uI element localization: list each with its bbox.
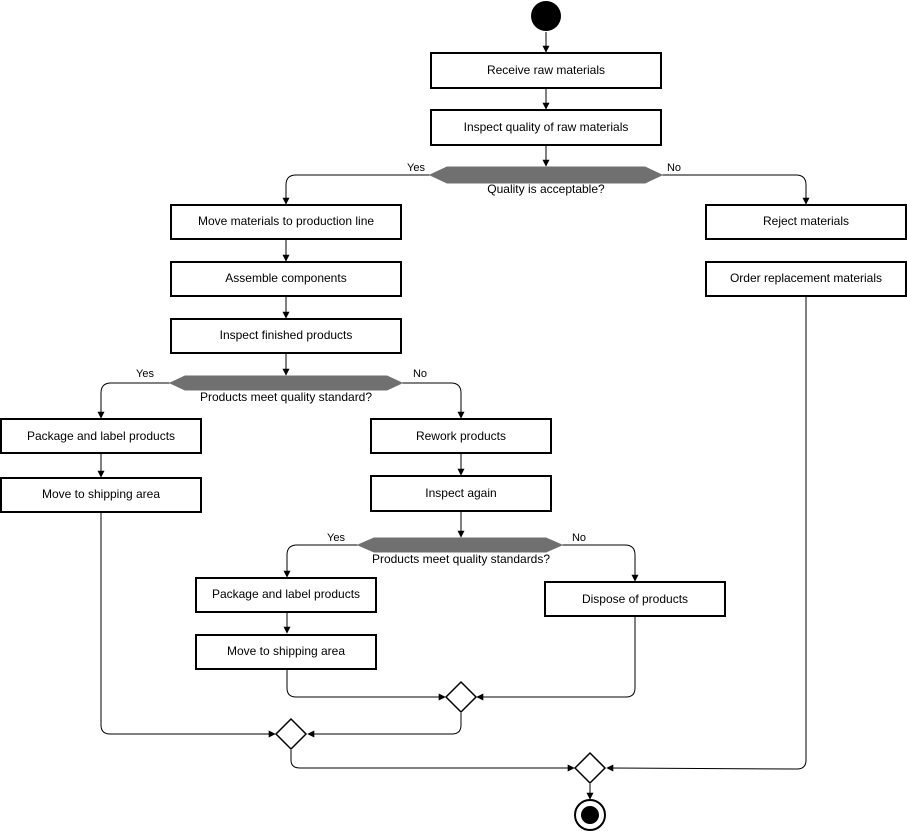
action-label: Assemble components <box>225 271 346 285</box>
merge-node-2 <box>274 717 308 751</box>
action-inspect-raw-materials: Inspect quality of raw materials <box>430 109 662 146</box>
guard-no: No <box>413 368 427 380</box>
action-label: Inspect again <box>425 486 496 500</box>
action-label: Inspect quality of raw materials <box>464 120 629 134</box>
decision-quality-acceptable: Quality is acceptable? Yes No <box>407 162 681 196</box>
edge-d3-yes <box>283 544 358 578</box>
action-label: Receive raw materials <box>487 63 605 77</box>
action-dispose-products: Dispose of products <box>544 581 726 617</box>
action-label: Package and label products <box>27 429 175 443</box>
edge-merge1-merge2 <box>307 713 462 738</box>
edge-d2-yes <box>97 382 170 419</box>
action-rework-products: Rework products <box>370 418 552 454</box>
action-move-to-shipping-2: Move to shipping area <box>195 634 377 670</box>
guard-yes: Yes <box>136 368 154 380</box>
decision-label: Products meet quality standards? <box>372 552 550 566</box>
edge-dispose-merge1 <box>476 617 636 701</box>
action-label: Package and label products <box>212 587 360 601</box>
merge-node-1 <box>444 680 478 714</box>
end-node <box>574 799 606 831</box>
action-receive-raw-materials: Receive raw materials <box>430 52 662 89</box>
action-package-label-2: Package and label products <box>195 577 377 613</box>
action-assemble-components: Assemble components <box>170 261 402 297</box>
edge-d3-no <box>562 544 639 582</box>
action-label: Order replacement materials <box>730 271 882 285</box>
action-move-to-shipping-1: Move to shipping area <box>0 477 202 513</box>
action-reject-materials: Reject materials <box>705 204 907 240</box>
guard-yes: Yes <box>407 162 425 174</box>
edge-d1-yes <box>282 174 430 205</box>
decision-quality-standards: Products meet quality standards? Yes No <box>327 532 586 566</box>
decision-label: Quality is acceptable? <box>487 182 605 196</box>
guard-no: No <box>572 532 586 544</box>
decision-quality-standard: Products meet quality standard? Yes No <box>136 368 427 404</box>
edge-d1-no <box>662 174 810 205</box>
edges <box>97 32 810 800</box>
action-label: Move to shipping area <box>42 487 160 501</box>
edge-ship2-merge1 <box>286 670 446 701</box>
action-package-label-1: Package and label products <box>0 418 202 454</box>
action-inspect-again: Inspect again <box>370 475 552 512</box>
action-order-replacement: Order replacement materials <box>705 261 907 297</box>
edge-merge2-merge3 <box>290 750 575 772</box>
action-inspect-finished: Inspect finished products <box>170 318 402 354</box>
guard-no: No <box>667 162 681 174</box>
merge-node-3 <box>573 751 607 785</box>
action-label: Inspect finished products <box>220 328 353 342</box>
edge-order-merge3 <box>606 297 807 772</box>
action-label: Move materials to production line <box>198 214 374 228</box>
action-label: Move to shipping area <box>227 644 345 658</box>
edge-ship1-merge2 <box>100 513 276 738</box>
guard-yes: Yes <box>327 532 345 544</box>
action-label: Dispose of products <box>582 592 688 606</box>
action-label: Reject materials <box>763 214 849 228</box>
edge-d2-no <box>402 382 465 419</box>
decision-label: Products meet quality standard? <box>200 390 372 404</box>
start-node <box>531 1 561 31</box>
action-label: Rework products <box>416 429 506 443</box>
action-move-to-production: Move materials to production line <box>170 204 402 240</box>
